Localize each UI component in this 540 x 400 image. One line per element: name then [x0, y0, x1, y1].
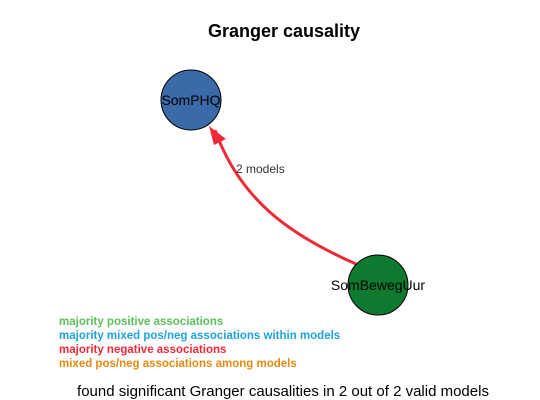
- node-somphq: SomPHQ: [160, 69, 222, 131]
- footer-text: found significant Granger causalities in…: [77, 383, 489, 400]
- legend-item-positive: majority positive associations: [59, 316, 223, 328]
- node-sombeweguur-label: SomBewegUur: [331, 277, 425, 293]
- legend-item-negative: majority negative associations: [59, 344, 226, 356]
- node-sombeweguur: SomBewegUur: [331, 254, 425, 316]
- causality-edge: [213, 129, 357, 266]
- node-somphq-label: SomPHQ: [161, 92, 220, 108]
- node-sombeweguur-circle: [347, 254, 409, 316]
- edge-label: 2 models: [236, 162, 285, 176]
- legend: majority positive associations majority …: [59, 316, 340, 370]
- legend-item-mixed-among: mixed pos/neg associations among models: [59, 358, 297, 370]
- diagram-title: Granger causality: [208, 21, 360, 41]
- node-somphq-circle: [160, 69, 222, 131]
- edge-arrowhead: [209, 126, 226, 145]
- legend-item-mixed-within: majority mixed pos/neg associations with…: [59, 330, 340, 342]
